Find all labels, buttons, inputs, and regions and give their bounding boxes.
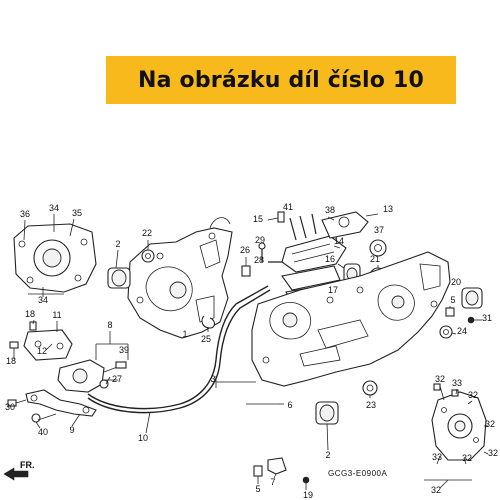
callout-c35: 35	[72, 208, 82, 218]
front-arrow-label: FR.	[20, 460, 35, 470]
callout-c17: 17	[328, 285, 338, 295]
callout-c25: 25	[201, 334, 211, 344]
callout-c5b: 5	[255, 484, 260, 494]
callout-c32e: 32	[488, 448, 498, 458]
callout-c12: 12	[37, 346, 47, 356]
callout-c5a: 5	[450, 295, 455, 305]
callout-c28: 28	[254, 255, 264, 265]
front-arrow-indicator: FR.	[3, 460, 35, 481]
dowel-5-part	[445, 306, 455, 317]
callout-c2b: 2	[325, 450, 330, 460]
oil-seal-23-part	[362, 380, 378, 398]
mounting-bracket-part	[9, 319, 73, 361]
callout-c2a: 2	[115, 239, 120, 249]
callout-c31: 31	[482, 313, 492, 323]
callout-c29: 29	[255, 235, 265, 245]
callout-c14: 14	[334, 236, 344, 246]
part-number-banner: Na obrázku díl číslo 10	[106, 56, 456, 104]
lever-arm-part	[25, 389, 97, 427]
callout-c10: 10	[138, 433, 148, 443]
callout-c34a: 34	[49, 203, 59, 213]
dowel-pin-26-part	[241, 257, 251, 277]
bolt-31-part	[467, 316, 482, 324]
bolt-40-part	[31, 413, 57, 429]
callout-c3: 3	[210, 374, 215, 384]
callout-c6: 6	[287, 400, 292, 410]
callout-c41: 41	[283, 202, 293, 212]
clip-7-part	[267, 457, 287, 479]
callout-c18b: 18	[6, 356, 16, 366]
callout-c27: 27	[112, 374, 122, 384]
callout-c8: 8	[107, 320, 112, 330]
bearing-20-part	[461, 287, 483, 309]
pump-cover-part	[13, 223, 97, 293]
callout-c13: 13	[383, 204, 393, 214]
callout-c15: 15	[253, 214, 263, 224]
callout-c7: 7	[270, 477, 275, 487]
callout-c34b: 34	[38, 295, 48, 305]
callout-c32b: 32	[468, 390, 478, 400]
callout-c1: 1	[182, 329, 187, 339]
callout-c22: 22	[142, 228, 152, 238]
callout-c21: 21	[370, 254, 380, 264]
callout-c32f: 32	[431, 485, 441, 495]
pump-cover-leaders	[23, 214, 75, 297]
callout-c20: 20	[451, 277, 461, 287]
bolt-30-part	[7, 399, 27, 407]
bearing-left-part	[107, 249, 131, 289]
oil-seal-37-part	[369, 239, 387, 257]
callout-c32a: 32	[435, 374, 445, 384]
callout-c32d: 32	[485, 419, 495, 429]
callout-c24: 24	[457, 326, 467, 336]
callout-c30: 30	[5, 402, 15, 412]
callout-c19: 19	[303, 490, 313, 500]
callout-c18a: 18	[25, 309, 35, 319]
callout-c33b: 33	[432, 452, 442, 462]
callout-c32c: 32	[462, 453, 472, 463]
callout-c9: 9	[69, 425, 74, 435]
callout-c16: 16	[325, 254, 335, 264]
banner-text: Na obrázku díl číslo 10	[138, 67, 424, 93]
clip-25-part	[201, 315, 216, 332]
callout-c33a: 33	[452, 378, 462, 388]
screw-19-part	[302, 476, 310, 490]
callout-c40: 40	[38, 427, 48, 437]
oil-seal-24-part	[439, 325, 457, 339]
callout-c38: 38	[325, 205, 335, 215]
oil-seal-22-part	[141, 240, 155, 263]
callout-c39: 39	[119, 345, 129, 355]
oil-hose-part-10	[87, 285, 271, 434]
callout-c37: 37	[374, 225, 384, 235]
callout-c36: 36	[20, 209, 30, 219]
callout-c26: 26	[240, 245, 250, 255]
callout-c23: 23	[366, 400, 376, 410]
bracket-5-part	[253, 465, 263, 484]
crankcase-right-part	[215, 251, 451, 388]
callout-c11: 11	[52, 310, 61, 320]
oil-pump-part	[57, 331, 129, 393]
side-cover-part	[424, 383, 489, 489]
bearing-2b-part	[315, 401, 339, 451]
diagram-code-label: GCG3-E0900A	[328, 469, 387, 478]
